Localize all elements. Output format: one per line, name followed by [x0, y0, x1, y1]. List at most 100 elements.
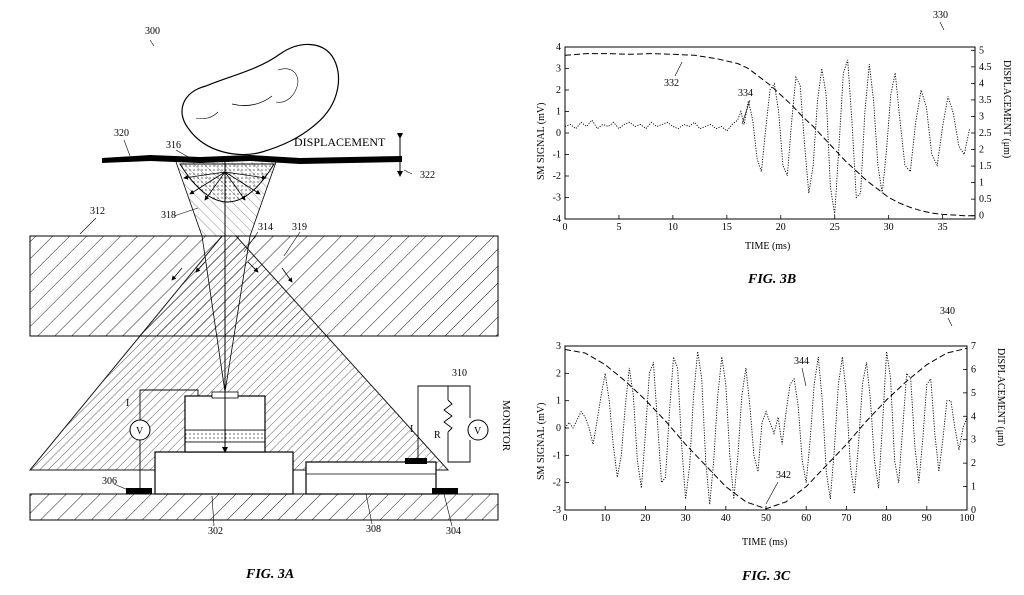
ref-334: 334 [738, 88, 753, 99]
ref-310: 310 [452, 368, 467, 379]
ref-312: 312 [90, 206, 105, 217]
chart-3c-ylabel: SM SIGNAL (mV) [536, 403, 547, 480]
caption-fig-3b: FIG. 3B [747, 272, 796, 287]
ref-330: 330 [933, 10, 948, 21]
ref-320: 320 [114, 128, 129, 139]
ref-302: 302 [208, 526, 223, 537]
y2-tick-label: 1.5 [979, 161, 992, 172]
y2-tick-label: 3 [971, 435, 976, 446]
voltmeter-circuit-left [129, 389, 199, 494]
ref-319: 319 [292, 222, 307, 233]
y-tick-label: 0 [556, 128, 561, 139]
current-symbol-right: I [410, 424, 413, 435]
y2-tick-label: 5 [979, 45, 984, 56]
y2-tick-label: 5 [971, 388, 976, 399]
chart-3b-leaders [674, 21, 945, 125]
y2-tick-label: 2.5 [979, 128, 992, 139]
y-tick-label: 3 [556, 341, 561, 352]
ref-342: 342 [776, 470, 791, 481]
figure-3a: DISPLACEMENT V I V R I MONITOR 300 320 3… [28, 26, 512, 582]
substrate-304 [29, 493, 499, 521]
surface-320 [102, 155, 402, 164]
y2-tick-label: 1 [979, 178, 984, 189]
ref-340: 340 [940, 306, 955, 317]
y2-tick-label: 4 [971, 411, 976, 422]
y-tick-label: 3 [556, 64, 561, 75]
photodetector-308 [126, 458, 458, 495]
leader-lines [79, 39, 453, 527]
caption-fig-3c: FIG. 3C [741, 569, 791, 584]
y2-tick-label: 3 [979, 111, 984, 122]
monitor-circuit-310 [417, 385, 489, 463]
y2-tick-label: 3.5 [979, 95, 992, 106]
ref-308: 308 [366, 524, 381, 535]
x-tick-label: 20 [776, 222, 786, 233]
x-tick-label: 10 [600, 513, 610, 524]
signal-series-line [564, 351, 968, 505]
ref-332: 332 [664, 78, 679, 89]
ref-314: 314 [258, 222, 273, 233]
chart-3c-frame [564, 345, 968, 511]
chart-3b-xlabel: TIME (ms) [745, 241, 790, 252]
caption-fig-3a: FIG. 3A [245, 567, 294, 582]
y-tick-label: -3 [553, 505, 561, 516]
y2-tick-label: 2 [979, 145, 984, 156]
y-tick-label: 1 [556, 396, 561, 407]
y2-tick-label: 0 [971, 505, 976, 516]
chart-3c-leaders [765, 317, 953, 505]
y-tick-label: 4 [556, 42, 561, 53]
x-tick-label: 70 [841, 513, 851, 524]
x-tick-label: 35 [938, 222, 948, 233]
y-tick-label: 1 [556, 107, 561, 118]
y-tick-label: -4 [553, 214, 561, 225]
ref-344: 344 [794, 356, 809, 367]
y2-tick-label: 0.5 [979, 194, 992, 205]
x-tick-label: 30 [884, 222, 894, 233]
x-tick-label: 10 [668, 222, 678, 233]
voltmeter-symbol-right: V [474, 426, 482, 437]
x-tick-label: 0 [563, 513, 568, 524]
displacement-series-line [564, 53, 975, 217]
x-tick-label: 30 [681, 513, 691, 524]
y2-tick-label: 2 [971, 458, 976, 469]
y2-tick-label: 0 [979, 211, 984, 222]
x-tick-label: 25 [830, 222, 840, 233]
ref-318: 318 [161, 210, 176, 221]
scattered-light-arrows [171, 261, 293, 283]
y-tick-label: 2 [556, 368, 561, 379]
displacement-series-line [564, 347, 968, 510]
ref-316: 316 [166, 140, 181, 151]
x-tick-label: 0 [563, 222, 568, 233]
x-tick-label: 80 [882, 513, 892, 524]
y2-tick-label: 4.5 [979, 62, 992, 73]
y2-tick-label: 7 [971, 341, 976, 352]
displacement-label: DISPLACEMENT [294, 135, 386, 149]
chart-3b-y2label: DISPLACEMENT (μm) [1001, 60, 1012, 158]
x-tick-label: 5 [616, 222, 621, 233]
chart-3c-xlabel: TIME (ms) [742, 537, 787, 548]
x-tick-label: 60 [801, 513, 811, 524]
x-tick-label: 100 [960, 513, 975, 524]
ref-304: 304 [446, 526, 461, 537]
y-tick-label: -1 [553, 150, 561, 161]
y2-tick-label: 1 [971, 482, 976, 493]
current-symbol-left: I [126, 398, 129, 409]
ref-306: 306 [102, 476, 117, 487]
y-tick-label: -1 [553, 450, 561, 461]
ref-300: 300 [145, 26, 160, 37]
chart-3b-frame [564, 46, 976, 220]
x-tick-label: 15 [722, 222, 732, 233]
y2-tick-label: 6 [971, 364, 976, 375]
chart-3c-y2label: DISPLACEMENT (μm) [995, 348, 1006, 446]
y-tick-label: 2 [556, 85, 561, 96]
scatter-region-318 [179, 163, 275, 203]
y-tick-label: -3 [553, 193, 561, 204]
voltmeter-symbol-left: V [136, 426, 144, 437]
ref-322: 322 [420, 170, 435, 181]
x-tick-label: 40 [721, 513, 731, 524]
